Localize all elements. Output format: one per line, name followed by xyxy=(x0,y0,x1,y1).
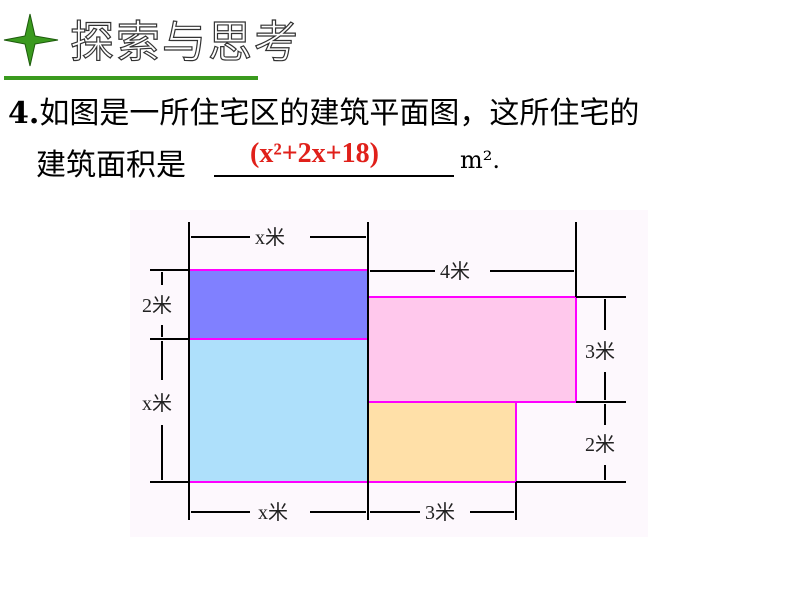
label-right-top: 3米 xyxy=(585,340,615,363)
unit: m². xyxy=(460,146,501,174)
label-top-left: x米 xyxy=(255,226,285,249)
question-prefix: 建筑面积是 xyxy=(36,148,186,183)
answer: (x²+2x+18) xyxy=(250,138,379,169)
question-text: 如图是一所住宅区的建筑平面图，这所住宅的 xyxy=(39,96,640,131)
label-bottom-left: x米 xyxy=(258,501,288,524)
label-left-top: 2米 xyxy=(142,294,172,317)
dimension-lines xyxy=(150,222,626,520)
rect-orange xyxy=(367,401,517,483)
section-title: 探索与思考 xyxy=(69,16,300,68)
question-line-2: 建筑面积是 m². xyxy=(36,140,500,184)
label-top-right: 4米 xyxy=(440,260,470,283)
rect-dark-blue xyxy=(188,269,369,340)
label-left-bottom: x米 xyxy=(142,392,172,415)
answer-blank xyxy=(214,175,454,177)
question-line-1: 4.如图是一所住宅区的建筑平面图，这所住宅的 xyxy=(8,88,639,132)
label-right-bottom: 2米 xyxy=(585,433,615,456)
rect-light-blue xyxy=(188,338,369,483)
star-icon xyxy=(3,13,59,67)
rect-pink xyxy=(367,296,577,403)
label-bottom-right: 3米 xyxy=(425,501,455,524)
title-underline xyxy=(4,76,258,80)
question-number: 4. xyxy=(8,96,40,131)
